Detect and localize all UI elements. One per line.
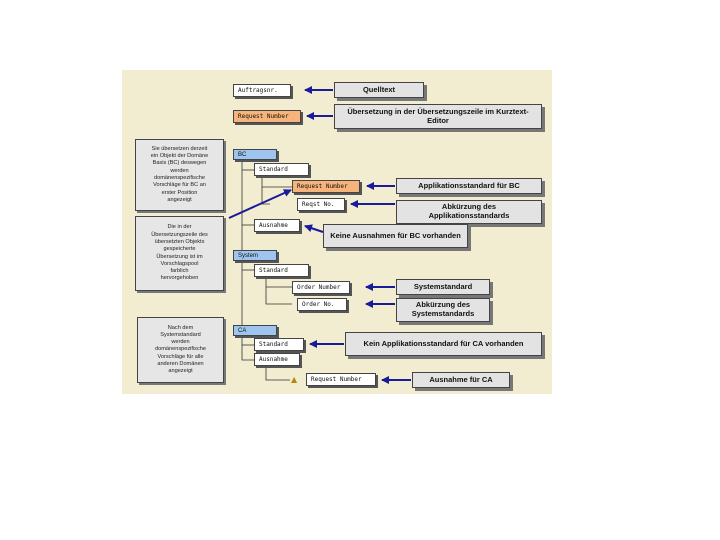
callout-app-standard-bc: Applikationsstandard für BC [396,178,542,194]
node-sys-standard: Standard [254,264,309,277]
node-bc-reqst-no: Reqst No. [297,198,345,211]
callout-abk-app-standard: Abkürzung des Applikationsstandards [396,200,542,224]
node-bc-request-number: Request Number [292,180,360,193]
node-ca-request-number: Request Number [306,373,376,386]
callout-systemstandard: Systemstandard [396,279,490,295]
node-sys-order-number: Order Number [292,281,350,294]
folder-icon: ▲ [291,375,298,384]
domain-bc: BC [233,149,277,160]
callout-keine-ausnahmen-bc: Keine Ausnahmen für BC vorhanden [323,224,468,248]
node-auftragsnr: Auftragsnr. [233,84,291,97]
node-ca-ausnahme: Ausnahme [254,353,300,366]
node-ca-standard: Standard [254,338,304,351]
domain-ca: CA [233,325,277,336]
node-bc-ausnahme: Ausnahme [254,219,300,232]
callout-quelltext: Quelltext [334,82,424,98]
domain-system: System [233,250,277,261]
node-sys-order-no: Order No. [297,298,347,311]
callout-abk-systemstandards: Abkürzung des Systemstandards [396,298,490,322]
callout-ausnahme-ca: Ausnahme für CA [412,372,510,388]
node-bc-standard: Standard [254,163,309,176]
node-request-number-top: Request Number [233,110,301,123]
callout-uebersetzung: Übersetzung in der Übersetzungszeile im … [334,104,542,129]
callout-kein-app-standard-ca: Kein Applikationsstandard für CA vorhand… [345,332,542,356]
